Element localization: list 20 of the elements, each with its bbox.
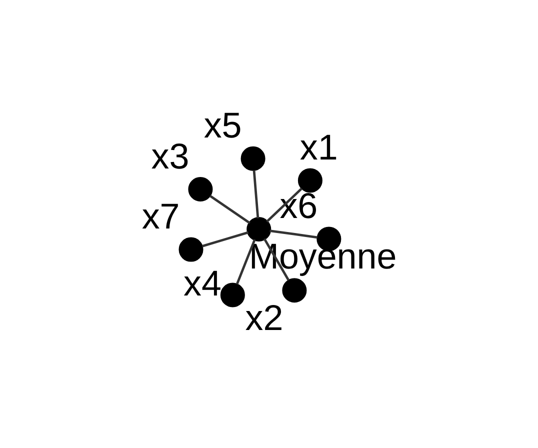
connector [269, 229, 317, 238]
node-circle [178, 236, 203, 262]
node-circle [188, 176, 212, 201]
node-label: x3 [150, 136, 189, 176]
node-label: x7 [141, 196, 180, 236]
node-circle [220, 282, 244, 307]
node-circle [240, 146, 265, 170]
node-label: x2 [244, 297, 283, 338]
connector [201, 230, 248, 247]
node-circle [246, 216, 271, 242]
node-label: x6 [279, 186, 318, 226]
node-label: x1 [299, 127, 338, 168]
node-label: x5 [203, 105, 242, 146]
node-circle [297, 168, 322, 192]
connector [208, 194, 250, 224]
connector [235, 238, 256, 284]
connector [266, 187, 302, 222]
node-circle [282, 278, 306, 302]
connector [252, 170, 259, 218]
node-label: x4 [183, 263, 221, 304]
